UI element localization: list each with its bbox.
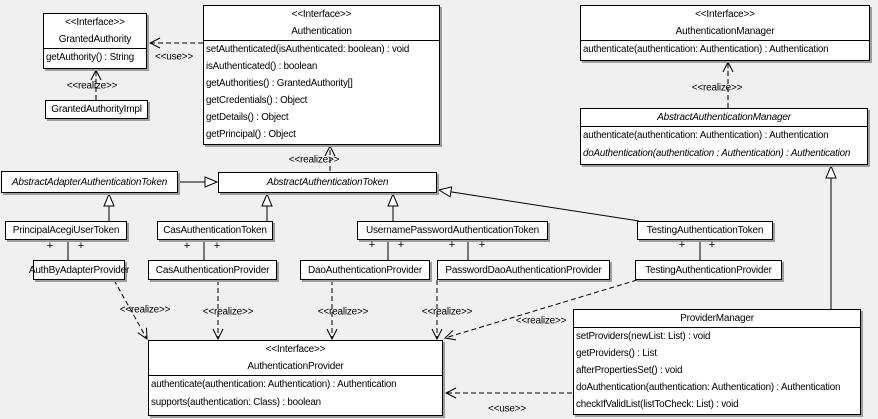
class-header: <<Interface>> GrantedAuthority — [44, 14, 146, 49]
class-name: TestingAuthenticationProvider — [645, 264, 772, 276]
class-abstract-adapter-authentication-token[interactable]: AbstractAdapterAuthenticationToken — [1, 171, 178, 193]
realize-label: <<realize>> — [288, 154, 340, 166]
method: afterPropertiesSet() : void — [576, 365, 683, 376]
class-header: <<Interface>> AuthenticationProvider — [149, 341, 442, 376]
class-name: GrantedAuthorityImpl — [51, 104, 142, 115]
method-abstract: doAuthentication(authentication : Authen… — [583, 148, 851, 159]
class-authentication-manager[interactable]: <<Interface>> AuthenticationManager auth… — [580, 5, 870, 61]
class-cas-authentication-provider[interactable]: CasAuthenticationProvider — [148, 260, 277, 280]
class-dao-authentication-provider[interactable]: DaoAuthenticationProvider — [300, 260, 430, 280]
class-name: AuthenticationProvider — [247, 361, 344, 372]
class-abstract-authentication-token[interactable]: AbstractAuthenticationToken — [218, 172, 437, 193]
method: getPrincipal() : Object — [206, 129, 296, 140]
method: checkIfValidList(listToCheck: List) : vo… — [576, 399, 739, 410]
class-principal-acegi-user-token[interactable]: PrincipalAcegiUserToken — [5, 221, 127, 240]
stereotype-label: <<Interface>> — [65, 17, 125, 28]
assoc-end-plus: + — [77, 240, 85, 252]
method: isAuthenticated() : boolean — [206, 61, 318, 72]
method: getDetails() : Object — [206, 112, 289, 123]
class-name: PasswordDaoAuthenticationProvider — [445, 264, 602, 276]
class-abstract-authentication-manager[interactable]: AbstractAuthenticationManager authentica… — [580, 108, 868, 165]
class-name: ProviderManager — [574, 310, 860, 328]
stereotype-label: <<Interface>> — [265, 344, 326, 355]
class-name: GrantedAuthority — [58, 34, 132, 45]
class-name: CasAuthenticationToken — [163, 225, 267, 236]
class-name: AuthByAdapterProvider — [28, 264, 130, 276]
class-name: AuthenticationManager — [675, 26, 775, 37]
method: supports(authentication: Class) : boolea… — [151, 397, 321, 408]
assoc-end-plus: + — [46, 240, 54, 252]
class-name: CasAuthenticationProvider — [155, 264, 270, 276]
realize-label: <<realize>> — [515, 315, 567, 327]
realize-label: <<realize>> — [421, 306, 473, 318]
class-name: TestingAuthenticationToken — [646, 225, 764, 236]
method: authenticate(authentication: Authenticat… — [151, 379, 397, 390]
class-provider-manager[interactable]: ProviderManager setProviders(newList: Li… — [573, 309, 861, 415]
method: authenticate(authentication: Authenticat… — [583, 130, 829, 141]
assoc-end-plus: + — [448, 239, 456, 251]
class-authentication-provider[interactable]: <<Interface>> AuthenticationProvider aut… — [148, 340, 443, 416]
assoc-end-plus: + — [397, 239, 405, 251]
realize-label: <<realize>> — [317, 306, 369, 318]
method: doAuthentication(authentication: Authent… — [576, 382, 841, 393]
edge-realize-testingprovider — [445, 279, 638, 338]
assoc-end-plus: + — [678, 239, 686, 251]
method: getAuthority() : String — [46, 52, 134, 63]
realize-label: <<realize>> — [202, 306, 254, 318]
class-header: <<Interface>> AuthenticationManager — [581, 6, 869, 41]
class-name: DaoAuthenticationProvider — [308, 264, 422, 276]
method: getCredentials() : Object — [206, 95, 308, 106]
class-name: Authentication — [291, 26, 352, 37]
class-name: PrincipalAcegiUserToken — [12, 225, 120, 236]
assoc-end-plus: + — [213, 240, 221, 252]
class-auth-by-adapter-provider[interactable]: AuthByAdapterProvider — [28, 260, 130, 280]
method: getProviders() : List — [576, 348, 657, 359]
class-header: <<Interface>> Authentication — [204, 6, 439, 41]
class-granted-authority[interactable]: <<Interface>> GrantedAuthority getAuthor… — [43, 13, 147, 69]
method: authenticate(authentication: Authenticat… — [583, 44, 829, 55]
realize-label: <<realize>> — [119, 304, 171, 316]
edge-realize-authbyadapterprovider — [113, 279, 147, 339]
class-authentication[interactable]: <<Interface>> Authentication setAuthenti… — [203, 5, 440, 145]
class-password-dao-authentication-provider[interactable]: PasswordDaoAuthenticationProvider — [437, 260, 610, 280]
assoc-end-plus: + — [708, 239, 716, 251]
class-granted-authority-impl[interactable]: GrantedAuthorityImpl — [45, 100, 148, 119]
class-name: AbstractAuthenticationManager — [581, 109, 867, 127]
assoc-end-plus: + — [478, 239, 486, 251]
class-name: UsernamePasswordAuthenticationToken — [365, 225, 540, 236]
realize-label: <<realize>> — [66, 80, 118, 92]
use-label: <<use>> — [487, 403, 527, 415]
class-name: AbstractAdapterAuthenticationToken — [11, 176, 168, 188]
realize-label: <<realize>> — [691, 82, 743, 94]
class-username-password-authentication-token[interactable]: UsernamePasswordAuthenticationToken — [357, 221, 548, 240]
method: setProviders(newList: List) : void — [576, 331, 711, 342]
class-cas-authentication-token[interactable]: CasAuthenticationToken — [157, 221, 273, 240]
stereotype-label: <<Interface>> — [695, 9, 755, 20]
assoc-end-plus: + — [368, 239, 376, 251]
method: setAuthenticated(isAuthenticated: boolea… — [206, 44, 410, 55]
class-name: AbstractAuthenticationToken — [266, 177, 389, 188]
use-label: <<use>> — [154, 51, 194, 63]
edge-generalization-testingtoken-to-abstracttoken — [439, 190, 640, 222]
class-testing-authentication-token[interactable]: TestingAuthenticationToken — [637, 221, 773, 240]
assoc-end-plus: + — [183, 240, 191, 252]
stereotype-label: <<Interface>> — [291, 9, 352, 20]
method: getAuthorities() : GrantedAuthority[] — [206, 78, 353, 89]
class-testing-authentication-provider[interactable]: TestingAuthenticationProvider — [635, 260, 782, 280]
